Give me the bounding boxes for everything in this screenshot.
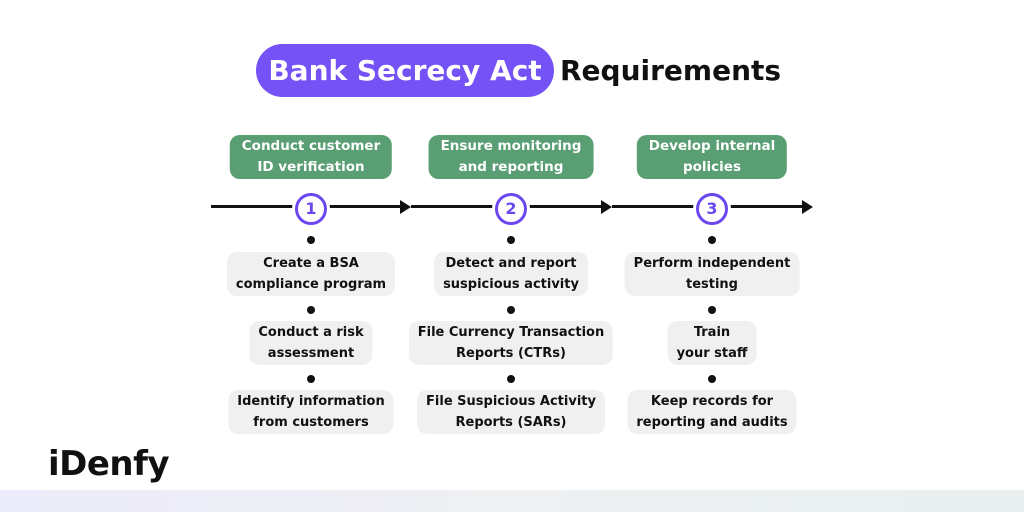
item-line: Reports (CTRs) [455, 346, 566, 361]
item-line: suspicious activity [443, 277, 579, 292]
arrowhead-icon [802, 200, 813, 214]
step-item: Perform independent testing [624, 252, 800, 296]
arrowhead-icon [400, 200, 411, 214]
bullet-dot [507, 236, 515, 244]
step-item: Train your staff [667, 321, 757, 365]
item-line: compliance program [235, 277, 387, 292]
step-heading-line: policies [682, 159, 741, 175]
bullet-dot [507, 375, 515, 383]
step-number-badge: 2 [495, 193, 527, 225]
step-item: Keep records for reporting and audits [627, 390, 797, 434]
bullet-dot [708, 236, 716, 244]
item-line: Conduct a risk [258, 325, 364, 340]
step-heading: Develop internal policies [636, 135, 788, 179]
step-item: Identify information from customers [228, 390, 394, 434]
step-heading-line: and reporting [458, 159, 564, 175]
item-line: Perform independent [633, 256, 791, 271]
step-heading-line: ID verification [257, 159, 365, 175]
step-heading-line: Ensure monitoring [440, 138, 582, 154]
bullet-dot [307, 375, 315, 383]
bullet-dot [307, 306, 315, 314]
item-line: Create a BSA [263, 256, 359, 271]
step-number-badge: 3 [696, 193, 728, 225]
step-heading: Ensure monitoring and reporting [428, 135, 594, 179]
step-heading: Conduct customer ID verification [229, 135, 393, 179]
bullet-dot [708, 306, 716, 314]
item-line: File Suspicious Activity [426, 394, 596, 409]
item-line: assessment [267, 346, 355, 361]
item-line: Identify information [237, 394, 385, 409]
item-line: File Currency Transaction [417, 325, 605, 340]
item-line: Keep records for [650, 394, 774, 409]
step-heading-line: Conduct customer [241, 138, 381, 154]
step-number-badge: 1 [295, 193, 327, 225]
title-rest: Requirements [560, 54, 782, 87]
title-highlight: Bank Secrecy Act [256, 44, 554, 97]
bullet-dot [708, 375, 716, 383]
step-item: File Suspicious Activity Reports (SARs) [417, 390, 605, 434]
item-line: Detect and report [445, 256, 577, 271]
item-line: Train [693, 325, 731, 340]
arrowhead-icon [601, 200, 612, 214]
item-line: reporting and audits [636, 415, 788, 430]
step-heading-line: Develop internal [648, 138, 776, 154]
bullet-dot [307, 236, 315, 244]
bullet-dot [507, 306, 515, 314]
step-item: File Currency Transaction Reports (CTRs) [408, 321, 614, 365]
item-line: your staff [676, 346, 748, 361]
step-item: Create a BSA compliance program [226, 252, 396, 296]
step-item: Conduct a risk assessment [249, 321, 373, 365]
idenfy-logo: iDenfy [48, 444, 170, 484]
item-line: from customers [253, 415, 369, 430]
item-line: Reports (SARs) [455, 415, 567, 430]
title-row: Bank Secrecy Act Requirements [0, 44, 1024, 98]
bottom-band [0, 490, 1024, 512]
item-line: testing [685, 277, 738, 292]
step-item: Detect and report suspicious activity [434, 252, 588, 296]
